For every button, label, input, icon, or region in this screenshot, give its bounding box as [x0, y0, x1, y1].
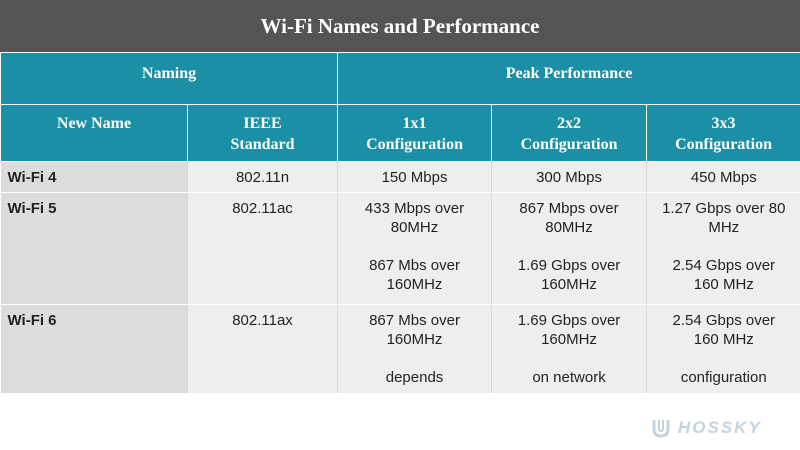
column-header-new-name-text: New Name: [56, 115, 132, 132]
cell-line: 1.69 Gbps over: [517, 312, 621, 329]
cell-line: 150 Mbps: [381, 169, 448, 186]
hossky-logo-icon: [652, 420, 670, 438]
column-header-line: Configuration: [675, 136, 772, 153]
column-header-line: 2x2: [557, 115, 582, 132]
cell-line: 450 Mbps: [690, 169, 757, 186]
cell-line: 160MHz: [541, 276, 597, 293]
cell-line: 433 Mbps over: [364, 200, 465, 217]
column-header-line: Configuration: [520, 136, 618, 153]
column-header-new-name: New Name: [0, 104, 188, 162]
cell-2x2: 1.69 Gbps over 160MHz on network: [491, 304, 647, 394]
cell-3x3: 450 Mbps: [646, 161, 800, 193]
column-header-ieee-standard: IEEE Standard: [186, 104, 339, 162]
cell-line: 2.54 Gbps over: [672, 257, 776, 274]
cell-line: 160MHz: [386, 331, 443, 348]
cell-line: 300 Mbps: [536, 169, 602, 186]
cell-line: MHz: [708, 219, 740, 236]
column-header-line: Standard: [230, 136, 295, 153]
cell-line: 1.27 Gbps over 80: [662, 200, 786, 217]
cell-line: 80MHz: [390, 219, 439, 236]
title-text: Wi-Fi Names and Performance: [260, 13, 540, 38]
wifi-table: Naming Peak Performance New Name IEEE Sta…: [0, 52, 800, 394]
cell-standard: 802.11n: [186, 161, 338, 193]
cell-3x3: 2.54 Gbps over 160 MHz configuration: [646, 304, 800, 394]
cell-1x1: 433 Mbps over 80MHz 867 Mbs over 160MHz: [337, 192, 492, 305]
cell-line: 867 Mbps over: [519, 200, 619, 217]
cell-line: 160MHz: [541, 331, 597, 348]
cell-line: configuration: [680, 369, 767, 386]
watermark-text: HOSSKY: [678, 418, 762, 437]
cell-line: 867 Mbs over: [369, 312, 460, 329]
cell-line: 160MHz: [386, 276, 443, 293]
header-group-peak-performance: Peak Performance: [337, 52, 800, 105]
column-header-line: IEEE: [243, 115, 282, 132]
cell-line: 80MHz: [545, 219, 593, 236]
page-title: Wi-Fi Names and Performance: [0, 0, 800, 52]
cell-name: Wi-Fi 4: [0, 161, 188, 193]
column-header-line: 1x1: [402, 115, 427, 132]
header-group-row: Naming Peak Performance: [0, 52, 800, 105]
cell-name: Wi-Fi 6: [0, 304, 188, 394]
cell-standard: 802.11ac: [186, 192, 338, 305]
cell-name: Wi-Fi 5: [0, 192, 188, 305]
cell-line: 160 MHz: [693, 331, 754, 348]
cell-line: 2.54 Gbps over: [672, 312, 776, 329]
cell-3x3: 1.27 Gbps over 80 MHz 2.54 Gbps over 160…: [646, 192, 800, 305]
header-group-naming: Naming: [0, 52, 339, 105]
table-row: Wi-Fi 5 802.11ac 433 Mbps over 80MHz 867…: [0, 192, 800, 305]
cell-2x2: 867 Mbps over 80MHz 1.69 Gbps over 160MH…: [491, 192, 647, 305]
cell-2x2: 300 Mbps: [491, 161, 647, 193]
cell-line: 1.69 Gbps over: [517, 257, 621, 274]
cell-1x1: 150 Mbps: [337, 161, 492, 193]
column-header-line: 3x3: [711, 115, 736, 132]
cell-line: 160 MHz: [693, 276, 754, 293]
table-row: Wi-Fi 4 802.11n 150 Mbps 300 Mbps 450 Mb…: [0, 161, 800, 193]
cell-1x1: 867 Mbs over 160MHz depends: [337, 304, 492, 394]
cell-line: 867 Mbs over: [369, 257, 460, 274]
cell-line: on network: [532, 369, 606, 386]
cell-standard: 802.11ax: [186, 304, 338, 394]
watermark-logo: HOSSKY: [650, 417, 762, 439]
table-row: Wi-Fi 6 802.11ax 867 Mbs over 160MHz dep…: [0, 304, 800, 394]
cell-line: depends: [385, 369, 444, 386]
column-header-line: Configuration: [366, 136, 463, 153]
